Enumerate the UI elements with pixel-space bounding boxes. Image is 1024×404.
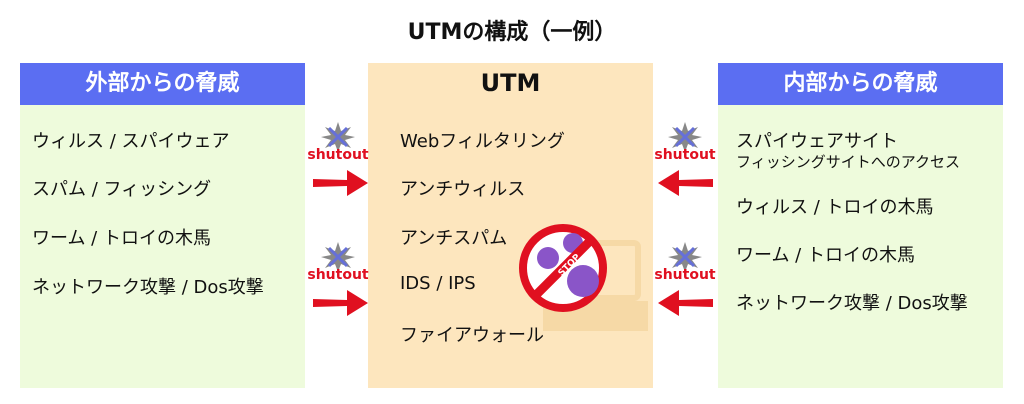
threat-item: スパイウェアサイト xyxy=(736,131,898,152)
shutout-marker: shutout xyxy=(650,122,720,212)
shutout-label: shutout xyxy=(307,147,369,163)
arrow-right-icon xyxy=(313,290,368,316)
utm-panel: UTM STOP Webフィルタリング アンチウィルス アンチスパム IDS /… xyxy=(368,63,653,388)
threat-item: ネットワーク攻撃 / Dos攻撃 xyxy=(736,293,968,314)
virus-stop-illustration: STOP xyxy=(519,224,648,331)
threat-item: ネットワーク攻撃 / Dos攻撃 xyxy=(32,277,264,298)
arrow-left-icon xyxy=(658,170,713,196)
threat-item: フィッシングサイトへのアクセス xyxy=(736,153,960,171)
utm-feature: IDS / IPS xyxy=(400,273,476,294)
arrow-left-icon xyxy=(658,290,713,316)
blocked-burst-icon xyxy=(668,242,702,272)
shutout-label: shutout xyxy=(654,267,716,283)
shutout-label: shutout xyxy=(654,147,716,163)
threat-item: ワーム / トロイの木馬 xyxy=(32,228,211,249)
shutout-marker: shutout xyxy=(650,242,720,332)
internal-threats-header: 内部からの脅威 xyxy=(718,63,1003,105)
internal-threats-panel: 内部からの脅威 スパイウェアサイト フィッシングサイトへのアクセス ウィルス /… xyxy=(718,63,1003,388)
shutout-marker: shutout xyxy=(303,242,373,332)
utm-feature: ファイアウォール xyxy=(400,325,544,346)
utm-feature: Webフィルタリング xyxy=(400,131,565,152)
external-threats-header: 外部からの脅威 xyxy=(20,63,305,105)
utm-feature: アンチウィルス xyxy=(400,179,526,200)
external-threats-panel: 外部からの脅威 ウィルス / スパイウェア スパム / フィッシング ワーム /… xyxy=(20,63,305,388)
utm-header: UTM xyxy=(480,69,541,97)
utm-feature: アンチスパム xyxy=(400,228,508,249)
shutout-marker: shutout xyxy=(303,122,373,212)
diagram-title: UTMの構成（一例） xyxy=(407,20,617,45)
blocked-burst-icon xyxy=(668,122,702,152)
threat-item: ウィルス / トロイの木馬 xyxy=(736,197,934,218)
shutout-label: shutout xyxy=(307,267,369,283)
threat-item: ウィルス / スパイウェア xyxy=(32,131,230,152)
threat-item: スパム / フィッシング xyxy=(32,179,212,200)
blocked-burst-icon xyxy=(321,242,355,272)
arrow-right-icon xyxy=(313,170,368,196)
threat-item: ワーム / トロイの木馬 xyxy=(736,245,915,266)
blocked-burst-icon xyxy=(321,122,355,152)
